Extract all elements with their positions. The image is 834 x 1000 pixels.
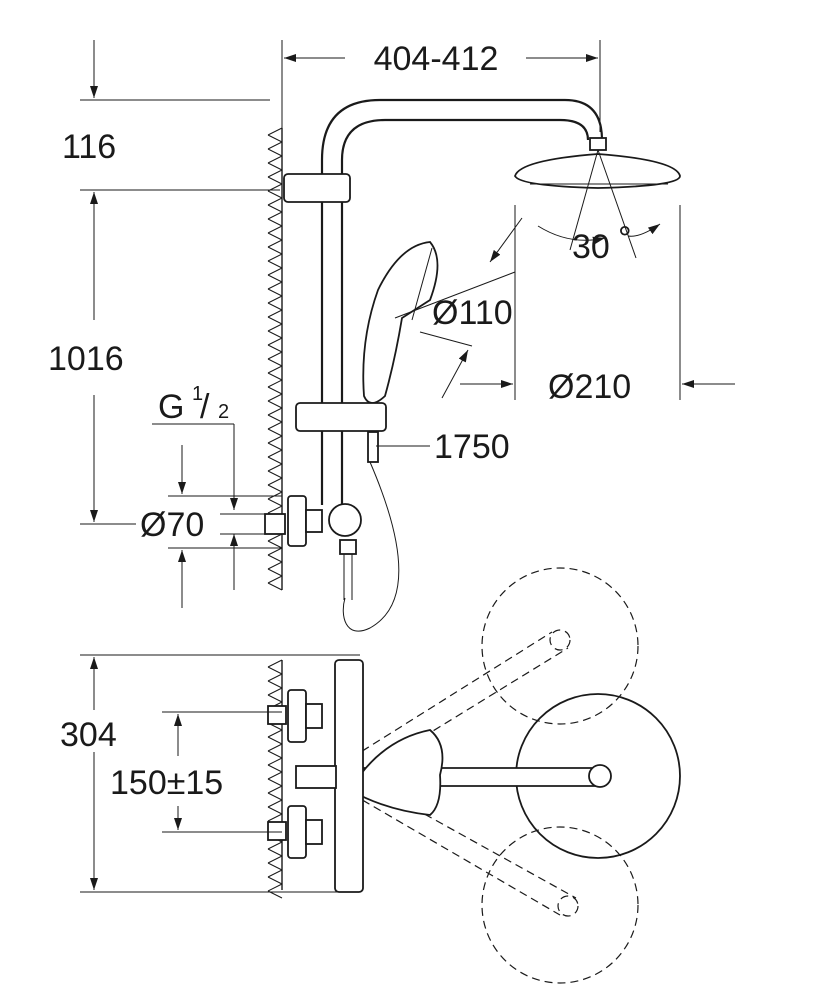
label-thread-slash: / <box>200 388 210 426</box>
dim-hand-shower-dia <box>394 217 523 399</box>
dim-inlet-spacing <box>162 711 282 833</box>
hand-shower-side <box>362 241 439 404</box>
label-hose-length: 1750 <box>434 428 510 466</box>
head-shower-side <box>514 137 681 189</box>
label-top-offset: 116 <box>62 128 116 166</box>
hand-shower-top <box>348 729 444 816</box>
wall-bracket-upper <box>283 173 351 203</box>
dim-width-range <box>281 40 601 132</box>
label-thread-num: 1 <box>192 383 203 405</box>
dim-top-offset <box>80 40 280 191</box>
label-swivel-angle: 30 <box>572 228 610 266</box>
label-inlet-spacing: 150±15 <box>110 764 223 802</box>
swivel-angle-indicator <box>537 149 661 259</box>
label-hand-shower-dia: Ø110 <box>432 294 513 332</box>
label-width-range: 404-412 <box>374 40 499 78</box>
dim-base-depth <box>80 654 360 893</box>
thermostat-side <box>264 495 362 600</box>
thermostat-top <box>267 659 364 893</box>
dim-head-shower-dia <box>460 205 735 400</box>
wall-lower <box>267 659 283 899</box>
label-head-shower-dia: Ø210 <box>548 368 631 406</box>
dim-height <box>80 192 136 525</box>
label-thread-main: G <box>158 388 184 426</box>
label-rosette-dia: Ø70 <box>140 506 204 544</box>
shower-riser-pipe <box>320 98 604 505</box>
slide-holder <box>295 402 387 463</box>
label-thread-den: 2 <box>218 401 229 423</box>
label-base-depth: 304 <box>60 716 117 754</box>
label-height: 1016 <box>48 340 124 378</box>
hose-side <box>342 461 400 632</box>
dim-thread-rosette <box>152 423 282 608</box>
wall-upper <box>267 127 283 591</box>
label-degree-mark: ° <box>618 220 632 258</box>
